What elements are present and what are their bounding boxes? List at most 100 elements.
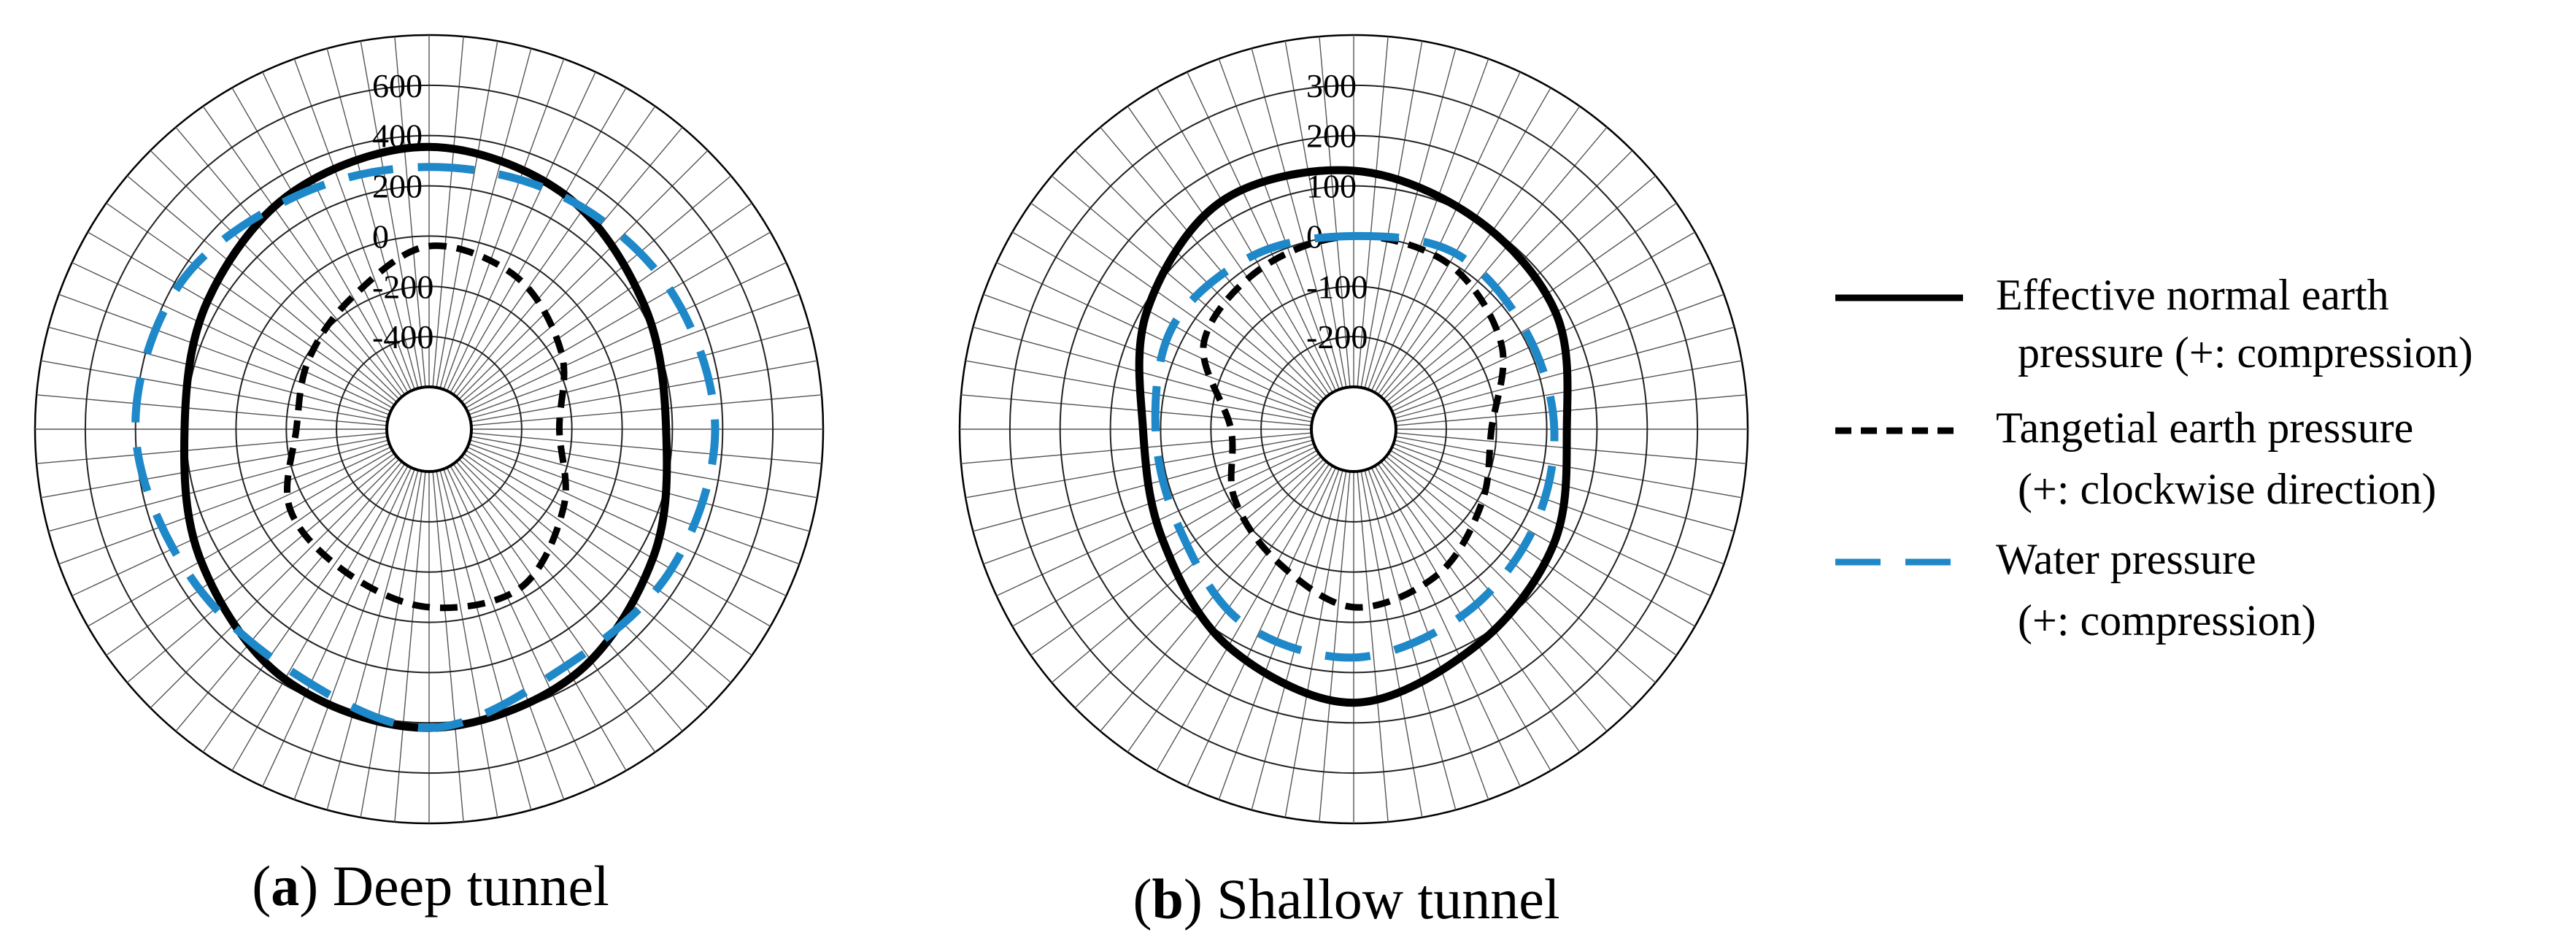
caption-b-text: Shallow tunnel	[1216, 867, 1559, 931]
ring-gridline	[84, 84, 774, 774]
ring-gridline	[1210, 285, 1497, 573]
spoke	[983, 293, 1314, 415]
legend-water-line2: (+: compression)	[2018, 596, 2316, 645]
ring-gridline	[336, 336, 522, 523]
spoke	[1380, 126, 1608, 398]
spoke	[150, 458, 400, 709]
spoke	[72, 262, 391, 412]
spoke	[446, 467, 596, 787]
spoke	[58, 443, 390, 565]
spoke	[394, 471, 426, 822]
spoke	[262, 72, 412, 391]
spoke	[87, 231, 393, 409]
ring-gridline	[1059, 134, 1648, 724]
legend-normal-line2: pressure (+: compression)	[2018, 328, 2473, 377]
spoke	[1360, 470, 1423, 818]
center-hole-a	[385, 385, 473, 473]
tick-label: 300	[1306, 67, 1357, 104]
spoke	[439, 469, 532, 810]
tick-label: 200	[1306, 118, 1357, 155]
tick-label: -200	[1306, 318, 1368, 355]
spoke	[1251, 48, 1343, 389]
legend-normal-line1: Effective normal earth	[1996, 271, 2389, 319]
spoke	[1377, 464, 1581, 753]
spoke	[1284, 41, 1347, 388]
ring-gridline	[1260, 336, 1447, 523]
legend-water-line1: Water pressure	[1996, 535, 2256, 583]
spoke	[1364, 48, 1457, 389]
spoke	[468, 293, 800, 415]
spoke	[1074, 458, 1324, 709]
spoke	[326, 469, 419, 810]
spoke	[455, 461, 683, 732]
spoke	[468, 443, 800, 565]
spoke	[1383, 150, 1633, 400]
spoke	[1393, 443, 1724, 565]
ring-gridline	[1009, 84, 1699, 774]
caption-a: (a) Deep tunnel	[252, 854, 609, 918]
spoke	[455, 126, 683, 398]
legend-tangential-line2: (+: clockwise direction)	[2018, 465, 2437, 513]
spoke	[443, 58, 565, 390]
spoke	[1357, 36, 1389, 388]
spoke	[262, 467, 412, 787]
spoke	[293, 469, 415, 800]
spoke	[996, 262, 1316, 412]
center-hole-b	[1310, 385, 1397, 473]
spoke	[1374, 87, 1551, 393]
spoke	[360, 470, 423, 818]
spoke	[1395, 432, 1746, 464]
radial-spokes-a	[35, 35, 823, 823]
spoke	[1385, 455, 1657, 683]
spoke	[436, 41, 498, 388]
spoke	[1368, 58, 1489, 390]
spoke	[231, 465, 409, 772]
spoke	[973, 439, 1314, 532]
series-water-a	[131, 163, 720, 732]
spoke	[1388, 453, 1677, 656]
spoke	[231, 87, 409, 393]
series-tangential-a	[284, 242, 569, 612]
legend-tangential-line1: Tangetial earth pressure	[1996, 404, 2413, 452]
spoke	[452, 106, 656, 395]
caption-b: (b) Shallow tunnel	[1133, 867, 1560, 931]
spoke	[1385, 175, 1657, 403]
spoke	[202, 464, 406, 753]
spoke	[471, 394, 822, 426]
spoke	[465, 231, 771, 409]
spoke	[175, 126, 403, 398]
spoke	[394, 36, 426, 388]
spoke	[126, 455, 398, 683]
caption-a-label: a	[271, 854, 299, 918]
spoke	[432, 471, 464, 822]
spoke	[41, 436, 388, 499]
spoke	[965, 436, 1313, 499]
spoke	[463, 202, 752, 406]
spoke	[1357, 471, 1389, 822]
spoke	[432, 36, 464, 388]
spoke	[1370, 72, 1521, 391]
spoke	[463, 453, 752, 656]
spoke	[469, 326, 810, 419]
spoke	[470, 436, 817, 499]
spoke	[467, 262, 787, 412]
spoke	[48, 439, 389, 532]
tick-label: -400	[372, 318, 433, 355]
ring-gridline	[285, 285, 573, 573]
spoke	[360, 41, 423, 388]
legend: Effective normal earth pressure (+: comp…	[1835, 271, 2473, 645]
spoke	[36, 432, 387, 464]
spoke	[460, 455, 732, 683]
spoke	[1218, 58, 1340, 390]
spoke	[1100, 126, 1327, 398]
spoke	[443, 469, 565, 800]
spoke	[293, 58, 415, 390]
spoke	[175, 461, 403, 732]
spoke	[471, 432, 822, 464]
spoke	[1156, 87, 1333, 393]
spoke	[41, 360, 388, 423]
spoke	[1187, 72, 1337, 391]
spoke	[1011, 231, 1318, 409]
series-water-b	[1151, 231, 1559, 662]
